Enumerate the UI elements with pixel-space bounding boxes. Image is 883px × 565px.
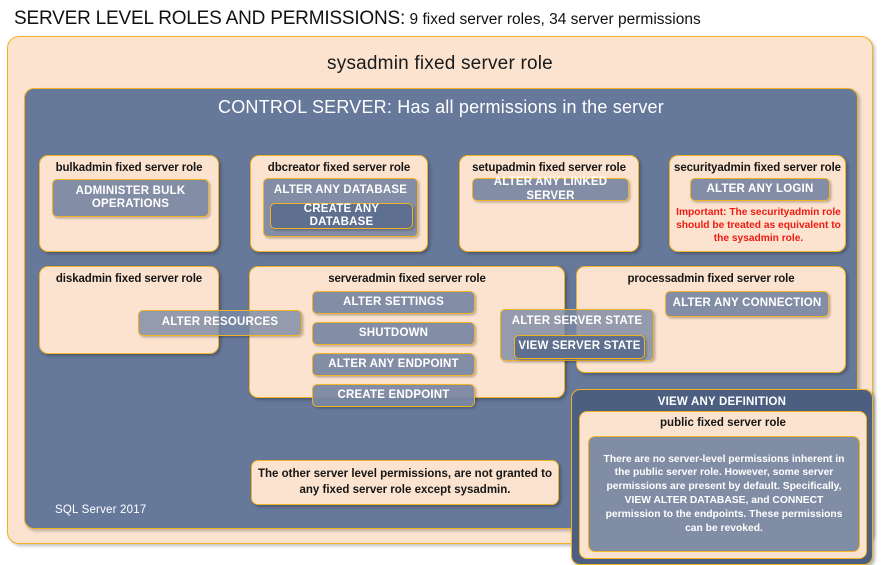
- role-box-public: public fixed server role There are no se…: [579, 411, 867, 559]
- role-title-bulkadmin: bulkadmin fixed server role: [55, 162, 203, 174]
- role-title-setupadmin: setupadmin fixed server role: [472, 162, 626, 174]
- footer-version-label: SQL Server 2017: [55, 504, 147, 516]
- role-title-dbcreator: dbcreator fixed server role: [267, 162, 411, 174]
- public-role-description: There are no server-level permissions in…: [588, 436, 860, 552]
- control-server-permission-container: CONTROL SERVER: Has all permissions in t…: [24, 88, 858, 529]
- permission-alter-any-linked-server[interactable]: ALTER ANY LINKED SERVER: [472, 176, 629, 202]
- role-title-public: public fixed server role: [660, 417, 786, 429]
- role-box-bulkadmin: bulkadmin fixed server role ADMINISTER B…: [39, 155, 219, 252]
- permission-alter-any-login[interactable]: ALTER ANY LOGIN: [690, 178, 830, 201]
- control-server-label: CONTROL SERVER: Has all permissions in t…: [218, 97, 664, 117]
- permission-administer-bulk-operations[interactable]: ADMINISTER BULK OPERATIONS: [52, 179, 209, 217]
- role-title-diskadmin: diskadmin fixed server role: [55, 273, 203, 285]
- page-title-subtitle: 9 fixed server roles, 34 server permissi…: [409, 11, 701, 28]
- permission-create-endpoint[interactable]: CREATE ENDPOINT: [312, 384, 475, 407]
- sysadmin-role-label: sysadmin fixed server role: [327, 53, 553, 74]
- role-box-diskadmin: diskadmin fixed server role: [39, 266, 219, 354]
- role-box-setupadmin: setupadmin fixed server role ALTER ANY L…: [459, 155, 639, 252]
- sysadmin-fixed-server-role-container: sysadmin fixed server role CONTROL SERVE…: [7, 36, 873, 565]
- permission-alter-settings[interactable]: ALTER SETTINGS: [312, 291, 475, 314]
- permission-alter-resources[interactable]: ALTER RESOURCES: [138, 310, 302, 336]
- permission-create-any-database[interactable]: CREATE ANY DATABASE: [270, 203, 413, 229]
- permission-alter-any-connection[interactable]: ALTER ANY CONNECTION: [665, 291, 829, 317]
- role-box-dbcreator: dbcreator fixed server role ALTER ANY DA…: [250, 155, 428, 252]
- role-title-processadmin: processadmin fixed server role: [627, 273, 795, 285]
- page-title-main: SERVER LEVEL ROLES AND PERMISSIONS:: [14, 8, 406, 29]
- permission-view-server-state[interactable]: VIEW SERVER STATE: [514, 335, 645, 359]
- permission-view-any-definition[interactable]: VIEW ANY DEFINITION: [657, 396, 787, 408]
- view-any-definition-group: VIEW ANY DEFINITION public fixed server …: [571, 389, 873, 565]
- permission-shutdown[interactable]: SHUTDOWN: [312, 322, 475, 345]
- permission-alter-any-endpoint[interactable]: ALTER ANY ENDPOINT: [312, 353, 475, 376]
- note-other-server-permissions: The other server level permissions, are …: [251, 460, 559, 505]
- role-box-securityadmin: securityadmin fixed server role ALTER AN…: [669, 155, 846, 252]
- page-title: SERVER LEVEL ROLES AND PERMISSIONS: 9 fi…: [14, 8, 874, 34]
- role-title-serveradmin: serveradmin fixed server role: [328, 273, 486, 285]
- securityadmin-warning-note: Important: The securityadmin role should…: [676, 207, 841, 245]
- role-title-securityadmin: securityadmin fixed server role: [674, 162, 841, 174]
